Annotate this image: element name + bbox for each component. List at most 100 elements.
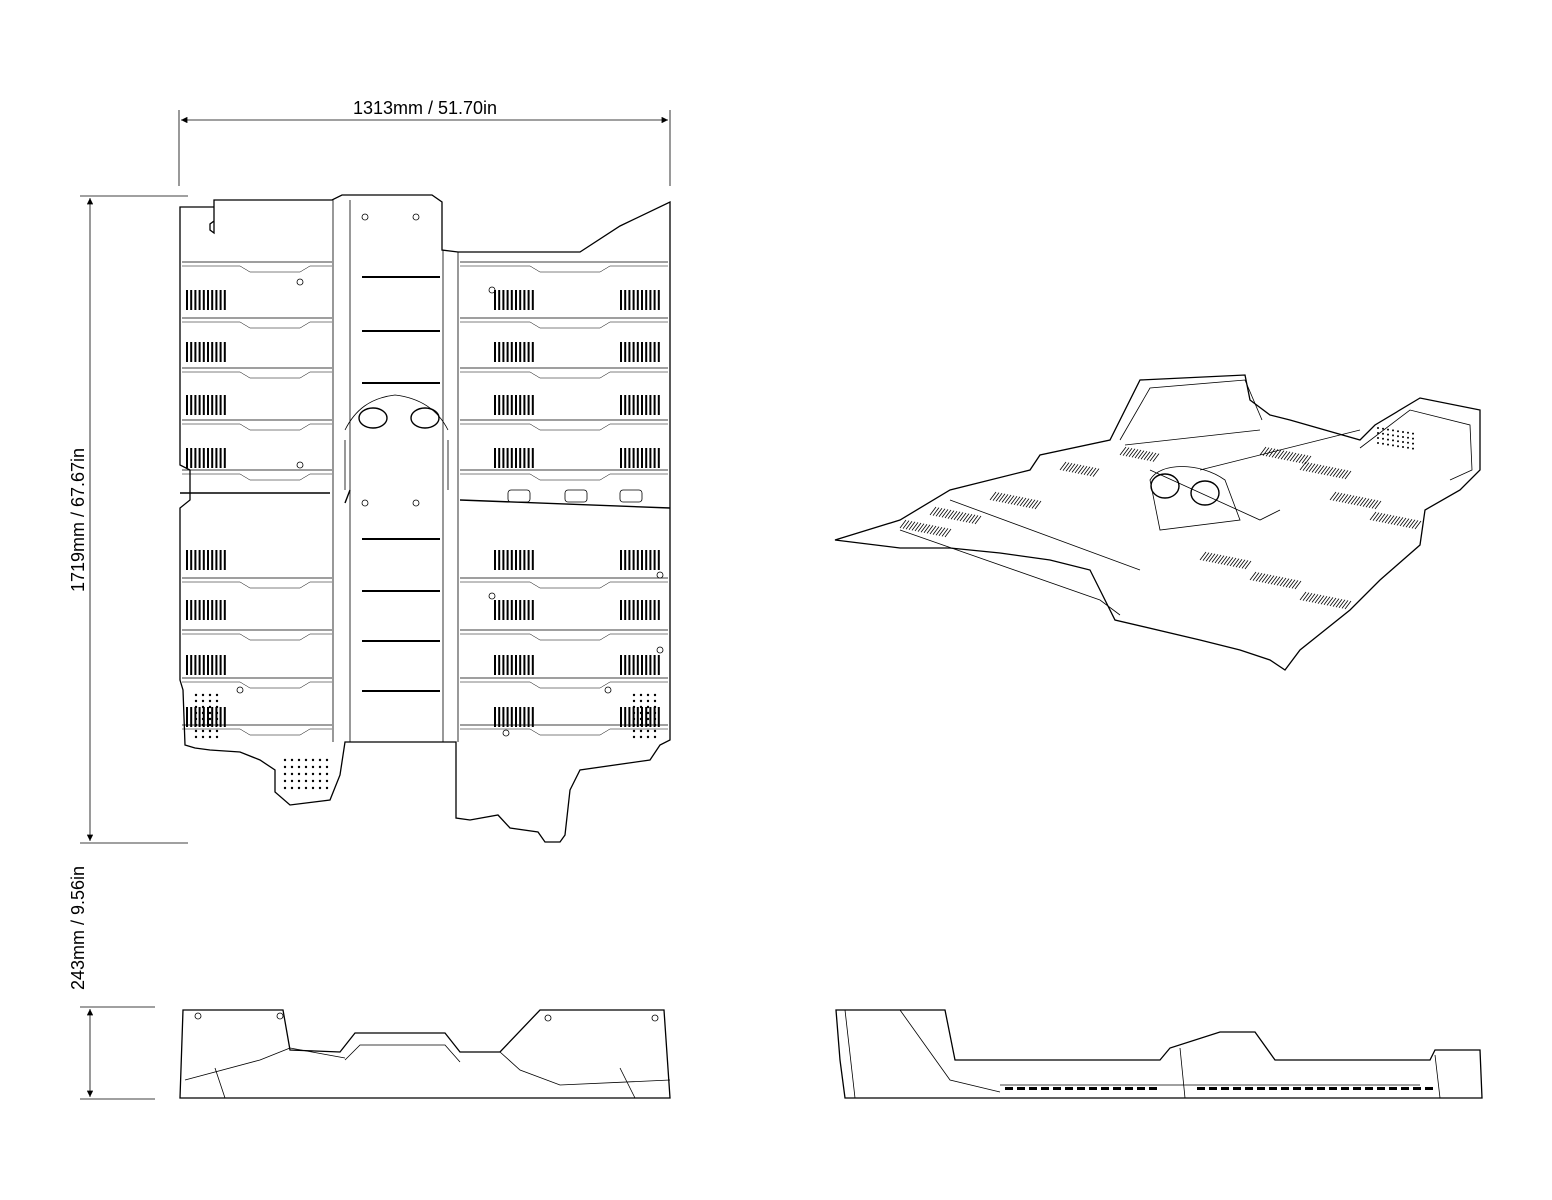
- floor-slot: [653, 600, 656, 620]
- floor-slot: [628, 448, 631, 468]
- floor-slot: [215, 655, 218, 675]
- floor-slot: [632, 395, 635, 415]
- floor-slot: [207, 550, 209, 570]
- floor-slot: [515, 342, 517, 362]
- floor-slot: [657, 707, 660, 727]
- floor-slot: [223, 655, 226, 675]
- top-view: [179, 194, 671, 843]
- floor-slot: [649, 448, 652, 468]
- floor-slot: [645, 342, 648, 362]
- floor-slot: [641, 550, 643, 570]
- floor-slot: [215, 290, 218, 310]
- floor-slot: [515, 448, 517, 468]
- floor-slot: [632, 448, 635, 468]
- floor-slot: [202, 600, 205, 620]
- floor-slot: [620, 600, 622, 620]
- floor-slot: [624, 655, 627, 675]
- floor-slot: [494, 707, 496, 727]
- floor-slot: [207, 600, 209, 620]
- floor-slot: [506, 600, 509, 620]
- floor-slot: [186, 707, 188, 727]
- floor-slot: [190, 655, 193, 675]
- floor-slot: [657, 600, 660, 620]
- floor-slot: [186, 342, 188, 362]
- floor-slot: [636, 707, 639, 727]
- floor-slot: [202, 448, 205, 468]
- floor-slot: [636, 600, 639, 620]
- floor-slot: [636, 550, 639, 570]
- floor-slot: [190, 342, 193, 362]
- floor-slot: [494, 655, 496, 675]
- floor-slot: [645, 600, 648, 620]
- floor-slot: [190, 448, 193, 468]
- floor-slot: [645, 448, 648, 468]
- floor-slot: [219, 707, 222, 727]
- floor-slot: [494, 395, 496, 415]
- floor-slot: [645, 707, 648, 727]
- floor-slot: [531, 395, 534, 415]
- floor-slot: [523, 707, 526, 727]
- floor-slot: [519, 707, 522, 727]
- floor-slot: [653, 655, 656, 675]
- floor-slot: [494, 448, 496, 468]
- floor-slot: [624, 550, 627, 570]
- floor-slot: [194, 550, 197, 570]
- floor-slot: [498, 655, 501, 675]
- floor-slot: [502, 655, 505, 675]
- floor-slot: [510, 448, 513, 468]
- floor-slot: [198, 448, 201, 468]
- floor-slot: [527, 550, 530, 570]
- floor-slot: [211, 655, 214, 675]
- floor-slot: [523, 600, 526, 620]
- floor-slot: [498, 448, 501, 468]
- floor-slot: [215, 342, 218, 362]
- floor-slot: [657, 395, 660, 415]
- floor-slot: [523, 290, 526, 310]
- floor-slot: [645, 550, 648, 570]
- floor-slot: [215, 600, 218, 620]
- front-view-outline: [179, 1009, 671, 1099]
- floor-slot: [502, 707, 505, 727]
- floor-slot: [219, 395, 222, 415]
- floor-slot: [624, 600, 627, 620]
- floor-slot: [519, 448, 522, 468]
- floor-slot: [186, 550, 188, 570]
- floor-slot: [186, 448, 188, 468]
- floor-slot: [498, 395, 501, 415]
- floor-slot: [502, 550, 505, 570]
- floor-slot: [219, 342, 222, 362]
- floor-slot: [519, 395, 522, 415]
- floor-slot: [527, 395, 530, 415]
- floor-slot: [202, 655, 205, 675]
- floor-slot: [510, 342, 513, 362]
- floor-slot: [510, 290, 513, 310]
- floor-slot: [531, 448, 534, 468]
- floor-slot: [502, 342, 505, 362]
- floor-slot: [531, 342, 534, 362]
- floor-slot: [636, 290, 639, 310]
- floor-slot: [190, 290, 193, 310]
- floor-slot: [198, 707, 201, 727]
- floor-slot: [649, 600, 652, 620]
- floor-slot: [527, 342, 530, 362]
- floor-slot: [519, 655, 522, 675]
- floor-slot: [527, 655, 530, 675]
- floor-slot: [510, 600, 513, 620]
- floor-slot: [519, 550, 522, 570]
- floor-slot: [502, 600, 505, 620]
- floor-slot: [649, 395, 652, 415]
- floor-slot: [194, 342, 197, 362]
- floor-slot: [531, 707, 534, 727]
- floor-slot: [515, 395, 517, 415]
- floor-slot: [494, 550, 496, 570]
- floor-slot: [519, 290, 522, 310]
- floor-slot: [624, 342, 627, 362]
- floor-slot: [202, 290, 205, 310]
- floor-slot: [649, 655, 652, 675]
- floor-slot: [215, 550, 218, 570]
- floor-slot: [219, 550, 222, 570]
- floor-slot: [628, 707, 631, 727]
- floor-slot: [198, 550, 201, 570]
- floor-slot: [186, 600, 188, 620]
- floor-slot: [198, 342, 201, 362]
